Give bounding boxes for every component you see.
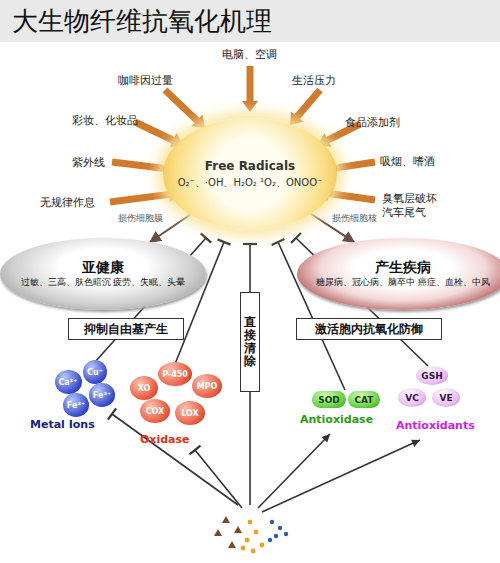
node-heading: Fe³⁺: [93, 391, 111, 400]
molecule-ball: CAT: [348, 391, 380, 408]
fiber-particle: [268, 538, 272, 542]
node-heading: 抑制自由基产生: [84, 321, 168, 338]
node-heading: 产生疾病: [375, 259, 431, 277]
cause-label: 臭氧层破坏 汽车尾气: [382, 192, 442, 220]
node-heading: MPO: [197, 382, 218, 391]
node-heading: SOD: [318, 395, 340, 405]
cause-arrowhead: [290, 111, 303, 125]
cause-label: 电脑、空调: [222, 48, 277, 62]
fiber-particle: [278, 526, 282, 530]
fiber-particle: [270, 520, 274, 524]
fiber-particle: [234, 526, 242, 533]
node-body: 过敏、三高、肤色暗沉 疲劳、失眠、头晕: [21, 277, 186, 288]
cause-arrowhead: [242, 101, 258, 112]
molecule-ball: GSH: [416, 366, 448, 385]
label-heading: Oxidase: [140, 433, 190, 447]
node-heading: Fe²⁺: [67, 401, 85, 410]
cause-label: 吸烟、嗜酒: [380, 155, 435, 169]
molecule-ball: P-450: [158, 362, 192, 386]
molecule-ball: XO: [130, 376, 158, 400]
fiber-particle: [260, 543, 265, 548]
cause-arrow: [165, 90, 197, 120]
fiber-particle: [214, 529, 222, 536]
inhibit-bar: [108, 408, 116, 419]
process-box: 激活胞内抗氧化防御: [296, 318, 442, 340]
cause-label: 彩妆、化妆品: [72, 114, 138, 128]
node-heading: VE: [439, 393, 452, 403]
edge-label: 损伤细胞膜: [116, 212, 165, 225]
inhibit-bar: [218, 239, 231, 244]
fiber-particle: [245, 538, 250, 543]
node-heading: COX: [146, 407, 165, 416]
title: 大生物纤维抗氧化机理: [12, 4, 272, 39]
inhibit-bar: [190, 446, 201, 455]
node-heading: 直接清除: [244, 316, 256, 369]
label-heading: Metal Ions: [30, 418, 95, 432]
node-heading: Ca²⁺: [59, 378, 78, 387]
molecule-ball: SOD: [312, 391, 346, 408]
cause-label: 紫外线: [72, 156, 105, 170]
node-heading: 亚健康: [82, 259, 124, 277]
cause-label: 咖啡因过量: [118, 74, 173, 88]
fiber-particle: [248, 520, 253, 525]
inhibit-bar: [201, 233, 211, 242]
cause-label: 生活压力: [292, 74, 336, 88]
inhibit-bar: [243, 243, 257, 245]
fiber-particle: [228, 541, 236, 548]
cause-arrow: [297, 90, 320, 117]
molecule-ball: LOX: [175, 401, 205, 425]
process-box: 抑制自由基产生: [68, 318, 184, 340]
node-body: 糖尿病、冠心病、脑卒中 癌症、血栓、中风: [316, 277, 490, 288]
molecule-ball: VC: [398, 388, 426, 407]
cause-arrow: [135, 122, 173, 140]
inhibit-bar: [291, 233, 301, 243]
node-body: O₂⁻、·OH、H₂O₂ ¹O₂、ONOO⁻: [178, 176, 323, 190]
cause-arrow: [333, 162, 375, 168]
cause-arrow: [110, 194, 169, 202]
cause-arrow: [329, 194, 375, 200]
mechanism-line: [112, 414, 238, 505]
node-heading: VC: [405, 393, 419, 403]
activate-arrowhead: [322, 434, 330, 443]
label-heading: Antioxidase: [300, 413, 373, 427]
node-heading: P-450: [162, 370, 188, 379]
molecule-ball: Cu⁺: [83, 360, 107, 384]
node-heading: GSH: [421, 371, 442, 381]
molecule-ball: COX: [140, 399, 170, 423]
molecule-ball: Ca²⁺: [55, 370, 82, 394]
cause-label: 食品添加剂: [345, 116, 400, 130]
node-heading: 激活胞内抗氧化防御: [315, 321, 423, 338]
cause-label: 无规律作息: [40, 196, 95, 210]
fiber-particle: [274, 534, 278, 538]
fiber-particle: [254, 530, 259, 535]
molecule-ball: Fe²⁺: [63, 393, 89, 417]
mechanism-line: [195, 450, 242, 508]
health-ellipse: 亚健康过敏、三高、肤色暗沉 疲劳、失眠、头晕: [0, 238, 206, 310]
node-heading: LOX: [181, 409, 199, 418]
cause-arrow: [112, 162, 167, 169]
inhibit-bar: [272, 239, 285, 245]
mechanism-line: [262, 440, 420, 512]
molecule-ball: MPO: [192, 374, 222, 398]
fiber-particle: [284, 532, 288, 536]
activate-arrowhead: [411, 440, 420, 447]
fiber-particle: [222, 516, 230, 523]
edge-label: 损伤细胞核: [330, 212, 379, 225]
vertical-box: 直接清除: [240, 292, 260, 392]
molecule-ball: Fe³⁺: [89, 383, 115, 407]
node-heading: XO: [138, 384, 151, 393]
label-heading: Antioxidants: [396, 419, 475, 433]
node-heading: CAT: [354, 395, 373, 405]
cause-arrow: [247, 66, 254, 101]
free-radical-circle: Free RadicalsO₂⁻、·OH、H₂O₂ ¹O₂、ONOO⁻: [163, 118, 338, 230]
disease-ellipse: 产生疾病糖尿病、冠心病、脑卒中 癌症、血栓、中风: [297, 238, 500, 310]
node-heading: Free Radicals: [205, 159, 295, 173]
node-heading: Cu⁺: [87, 368, 103, 377]
fiber-particle: [241, 546, 246, 551]
molecule-ball: VE: [432, 388, 460, 407]
fiber-particle: [251, 549, 256, 554]
